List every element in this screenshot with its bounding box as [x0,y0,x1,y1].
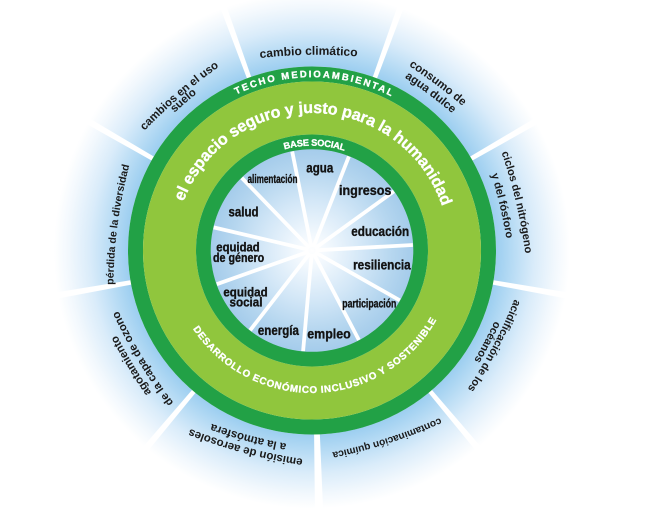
svg-text:cambio climático: cambio climático [259,44,358,61]
svg-text:educación: educación [351,223,409,239]
svg-text:empleo: empleo [307,326,351,342]
svg-text:energía: energía [258,322,299,338]
svg-text:resiliencia: resiliencia [353,256,411,272]
svg-text:alimentación: alimentación [248,174,298,186]
svg-text:agua: agua [306,160,333,176]
svg-text:equidad: equidad [216,240,259,254]
svg-text:equidad: equidad [223,285,267,299]
svg-text:participación: participación [342,299,396,311]
svg-text:de género: de género [213,251,264,265]
svg-text:social: social [230,295,263,309]
svg-text:salud: salud [229,204,259,220]
svg-text:ingresos: ingresos [339,182,392,198]
